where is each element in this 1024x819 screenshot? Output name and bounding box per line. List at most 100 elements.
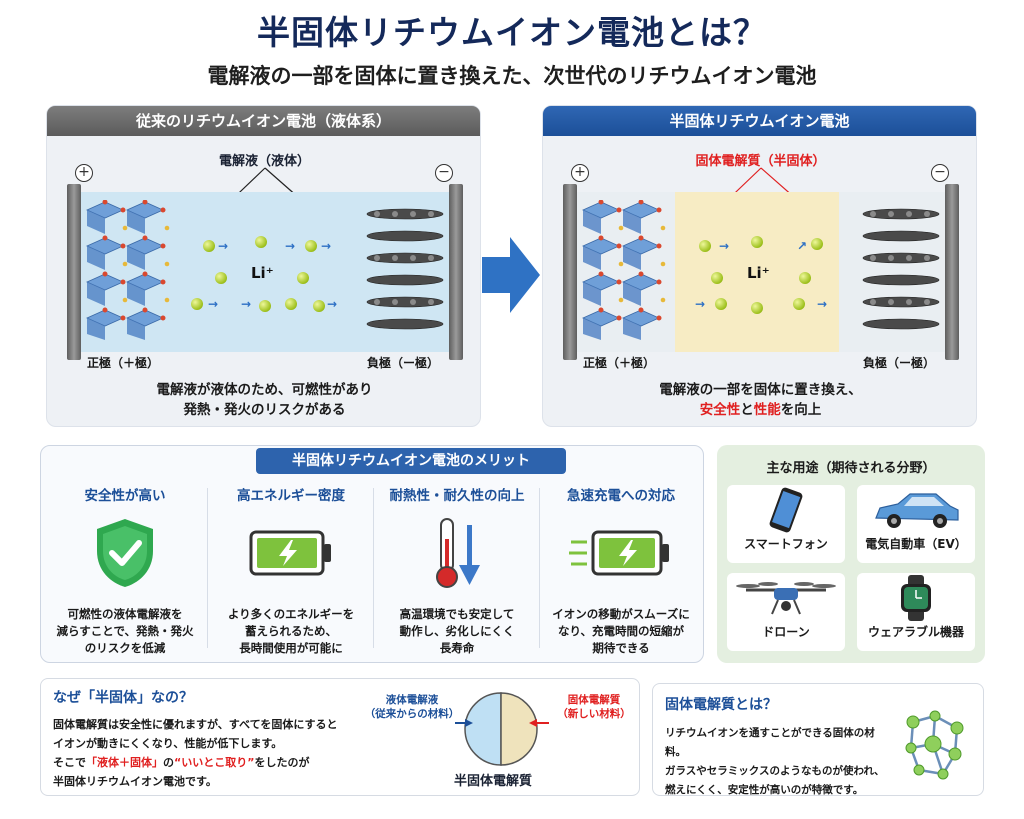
page-subtitle: 電解液の一部を固体に置き換えた、次世代のリチウムイオン電池 [207, 64, 817, 88]
merit-energy-density: 高エネルギー密度 より多くのエネルギーを 蓄えられるため、 長時間使用が可能に [211, 484, 371, 656]
li-ion-dot [711, 272, 723, 284]
merit-line: 期待できる [592, 641, 650, 655]
ion-arrow-icon: → [327, 297, 338, 311]
why-line: 固体電解質は安全性に優れますが、すべてを固体にすると [53, 718, 338, 731]
merit-title: 耐熱性・耐久性の向上 [389, 488, 525, 504]
merit-title: 安全性が高い [84, 488, 166, 504]
why-line: 半固体リチウムイオン電池です。 [53, 775, 217, 788]
desc-line: 発熱・発火のリスクがある [183, 402, 346, 418]
cathode-plate [563, 184, 577, 360]
why-highlight: “いいとこ取り” [174, 756, 255, 769]
divider [539, 488, 540, 648]
merit-line: イオンの移動がスムーズに [552, 607, 690, 621]
semi-solid-panel-header: 半固体リチウムイオン電池 [543, 106, 976, 136]
conventional-description: 電解液が液体のため、可燃性があり 発熱・発火のリスクがある [47, 380, 482, 420]
merit-text: より多くのエネルギーを 蓄えられるため、 長時間使用が可能に [211, 606, 371, 657]
anode-plate [945, 184, 959, 360]
semi-solid-description: 電解液の一部を固体に置き換え、 安全性と性能を向上 [543, 380, 978, 420]
label-line: 液体電解液 [385, 694, 439, 706]
why-body: 固体電解質は安全性に優れますが、すべてを固体にすると イオンが動きにくくなり、性… [53, 715, 383, 791]
merit-line: なり、充電時間の短縮が [557, 624, 685, 638]
desc-and: と [740, 402, 754, 418]
plus-terminal-icon: + [571, 164, 589, 182]
li-ion-dot [751, 302, 763, 314]
semi-solid-cell-diagram: → ↗ Li⁺ → → [563, 184, 959, 360]
drone-icon [727, 573, 845, 623]
use-ev: 電気自動車（EV） [857, 485, 975, 563]
shield-check-icon [45, 514, 205, 592]
merits-header: 半固体リチウムイオン電池のメリット [256, 448, 566, 474]
battery-charge-icon [211, 514, 371, 592]
anode-graphite-icon [862, 208, 940, 330]
merit-durability: 耐熱性・耐久性の向上 高温環境でも安定して 動作し、劣化しにくく 長寿命 [377, 484, 537, 656]
what-line: ガラスやセラミックスのようなものが使われ、 [665, 765, 885, 777]
pie-caption: 半固体電解質 [454, 774, 533, 789]
merit-line: 長時間使用が可能に [239, 641, 343, 655]
solid-electrolyte-label: 固体電解質（半固体） [695, 154, 826, 169]
li-ion-label: Li⁺ [747, 264, 770, 282]
li-ion-label: Li⁺ [251, 264, 274, 282]
desc-line: 安全性と性能を向上 [543, 400, 978, 420]
solid-electrolyte-info: 固体電解質とは？ リチウムイオンを通すことができる固体の材料。 ガラスやセラミッ… [652, 683, 984, 796]
semi-solid-pie-icon [455, 692, 549, 766]
uses-header: 主な用途（期待される分野） [766, 461, 936, 476]
li-ion-dot [191, 298, 203, 310]
label-line: （従来からの材料） [364, 708, 460, 720]
smartphone-icon [727, 485, 845, 535]
minus-terminal-icon: − [435, 164, 453, 182]
li-ion-dot [751, 236, 763, 248]
li-ion-dot [811, 238, 823, 250]
anode-label: 負極（ー極） [367, 356, 440, 370]
label-line: （新しい材料） [557, 708, 631, 720]
fast-charge-battery-icon [541, 514, 701, 592]
safety-highlight: 安全性 [699, 402, 741, 418]
li-ion-dot [305, 240, 317, 252]
uses-section: 主な用途（期待される分野） スマートフォン 電気自動車（EV） ドローン ウェア… [717, 445, 985, 663]
li-ion-dot [259, 300, 271, 312]
desc-tail: を向上 [780, 402, 822, 418]
smartwatch-icon [857, 573, 975, 623]
use-label: 電気自動車（EV） [865, 537, 967, 551]
use-label: ウェアラブル機器 [867, 625, 964, 639]
merit-line: 蓄えられるため、 [245, 624, 337, 638]
divider [207, 488, 208, 648]
cathode-label: 正極（＋極） [87, 356, 160, 370]
what-body: リチウムイオンを通すことができる固体の材料。 ガラスやセラミックスのようなものが… [665, 724, 895, 800]
li-ion-dot [793, 298, 805, 310]
ion-arrow-icon: → [321, 239, 332, 253]
li-ion-dot [715, 298, 727, 310]
conventional-panel-header: 従来のリチウムイオン電池（液体系） [47, 106, 480, 136]
ion-arrow-icon: → [285, 239, 296, 253]
ion-arrow-icon: → [241, 297, 252, 311]
merit-line: 高温環境でも安定して [399, 607, 515, 621]
cathode-crystal-icon [86, 200, 170, 340]
merit-line: 長寿命 [439, 641, 475, 655]
merit-line: より多くのエネルギーを [227, 607, 355, 621]
solid-electrolyte-zone [675, 192, 839, 352]
anode-plate [449, 184, 463, 360]
use-drone: ドローン [727, 573, 845, 651]
car-icon [857, 485, 975, 535]
anode-graphite-icon [366, 208, 444, 330]
conventional-battery-panel: 従来のリチウムイオン電池（液体系） 電解液（液体） + − [46, 105, 481, 427]
why-title: なぜ「半固体」なの？ [53, 690, 193, 706]
use-label: スマートフォン [744, 537, 828, 551]
li-ion-dot [215, 272, 227, 284]
why-semi-solid-section: なぜ「半固体」なの？ 固体電解質は安全性に優れますが、すべてを固体にすると イオ… [40, 678, 640, 796]
why-line: イオンが動きにくくなり、性能が低下します。 [53, 737, 283, 750]
divider [373, 488, 374, 648]
merit-text: 可燃性の液体電解液を 減らすことで、発熱・発火 のリスクを低減 [45, 606, 205, 657]
use-smartphone: スマートフォン [727, 485, 845, 563]
li-ion-dot [203, 240, 215, 252]
liquid-electrolyte-label: 液体電解液 （従来からの材料） [357, 693, 467, 721]
why-text: をしたのが [254, 756, 310, 769]
li-ion-dot [699, 240, 711, 252]
li-ion-dot [297, 272, 309, 284]
merit-text: イオンの移動がスムーズに なり、充電時間の短縮が 期待できる [541, 606, 701, 657]
label-line: 固体電解質 [567, 694, 621, 706]
ion-arrow-icon: → [218, 239, 229, 253]
why-text: そこで [53, 756, 86, 769]
what-line: リチウムイオンを通すことができる固体の材料。 [665, 727, 875, 758]
minus-terminal-icon: − [931, 164, 949, 182]
why-line: そこで「液体＋固体」の“いいとこ取り”をしたのが [53, 753, 383, 772]
